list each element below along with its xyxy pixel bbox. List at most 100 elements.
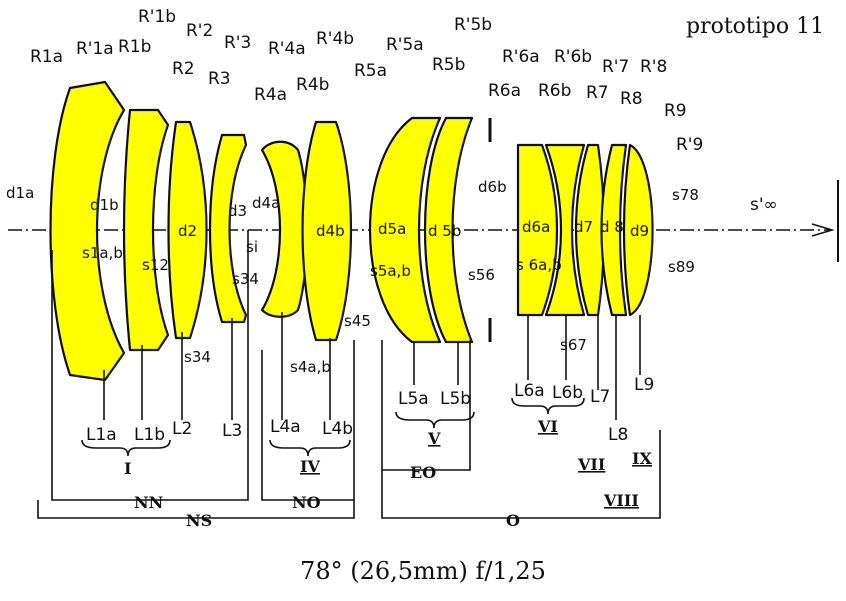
label-R5b: R5b [432, 55, 465, 75]
label-L7: L7 [590, 387, 610, 407]
label-s4ab: s4a,b [290, 358, 331, 376]
label-R2-prime: R'2 [186, 21, 213, 41]
label-s1ab: s1a,b [82, 244, 123, 262]
label-R9-prime: R'9 [676, 135, 703, 155]
label-R6a-prime: R'6a [502, 47, 540, 67]
label-L4a: L4a [270, 417, 301, 437]
lens-L4b [301, 120, 353, 342]
leader-lines [103, 312, 641, 420]
label-R3: R3 [208, 69, 231, 89]
brace-I [81, 439, 171, 457]
label-s45: s45 [344, 312, 371, 330]
group-IV: IV [300, 457, 320, 476]
label-s-infinity: s'∞ [750, 195, 778, 215]
bracket-label-O: O [506, 511, 520, 530]
label-L4b: L4b [322, 419, 353, 439]
label-L1b: L1b [134, 425, 165, 445]
surface-labels: R1a R'1a R'1b R1b R'2 R2 R'3 R3 R'4a R4a… [30, 7, 703, 155]
label-d6b: d6b [478, 178, 507, 196]
group-labels: I IV V VI VII VIII IX NN NO EO NS O [124, 417, 652, 530]
label-L9: L9 [634, 375, 654, 395]
bracket-EO [381, 340, 471, 471]
bracket-NN [51, 230, 249, 501]
label-R6b-prime: R'6b [554, 47, 592, 67]
lens-L1b [122, 108, 170, 352]
label-R5b-prime: R'5b [454, 15, 492, 35]
label-R1b-prime: R'1b [138, 7, 176, 27]
label-R7-prime: R'7 [602, 57, 629, 77]
label-L6b: L6b [552, 383, 583, 403]
group-V: V [427, 429, 441, 448]
label-L1a: L1a [86, 425, 117, 445]
label-d5a: d5a [378, 220, 406, 238]
label-L5b: L5b [440, 389, 471, 409]
label-s78: s78 [672, 186, 699, 204]
label-s6ab: s 6a,b [516, 256, 562, 274]
label-d1b: d1b [90, 196, 119, 214]
lens-L8 [600, 143, 628, 317]
label-s34: s34 [184, 348, 211, 366]
label-d1a: d1a [6, 184, 34, 202]
label-L2: L2 [172, 419, 192, 439]
group-VI: VI [537, 417, 558, 436]
bracket-label-NO: NO [292, 493, 321, 512]
label-s5ab: s5a,b [370, 262, 411, 280]
label-R3-prime: R'3 [224, 33, 251, 53]
caption: 78° (26,5mm) f/1,25 [300, 557, 546, 585]
label-d9: d9 [630, 222, 649, 240]
label-s67: s67 [560, 336, 587, 354]
label-R4a-prime: R'4a [268, 39, 306, 59]
lens-L6b [544, 143, 586, 317]
lens-diagram: R1a R'1a R'1b R1b R'2 R2 R'3 R3 R'4a R4a… [6, 7, 839, 530]
label-s34-mid: s34 [232, 270, 259, 288]
label-L3: L3 [222, 421, 242, 441]
lens-L5b [423, 116, 474, 344]
bracket-NO [261, 340, 355, 501]
brace-V [395, 411, 475, 429]
label-L5a: L5a [398, 389, 429, 409]
label-R4b-prime: R'4b [316, 29, 354, 49]
label-R7: R7 [586, 83, 609, 103]
label-s89: s89 [668, 258, 695, 276]
lens-L5a [369, 116, 442, 344]
axis-arrow [811, 223, 835, 237]
brace-IV [269, 439, 351, 457]
label-R6a: R6a [488, 81, 521, 101]
label-s12: s12 [142, 256, 169, 274]
lens-L1a [49, 80, 126, 382]
prototype-label: prototipo 11 [686, 14, 825, 39]
label-L6a: L6a [514, 381, 545, 401]
lens-L3 [208, 133, 248, 324]
group-IX: IX [632, 449, 652, 468]
brace-VI [511, 397, 585, 415]
bracket-O [381, 430, 661, 519]
group-I: I [124, 459, 131, 478]
group-VIII: VIII [603, 491, 639, 510]
label-R8-prime: R'8 [640, 57, 667, 77]
bracket-label-NS: NS [186, 511, 212, 530]
thickness-labels: d1a d1b d2 d3 d4a d4b d5a d 5b d6b d6a d… [6, 178, 649, 240]
label-R4b: R4b [296, 75, 329, 95]
label-d2: d2 [178, 222, 197, 240]
lens-L6a [516, 143, 559, 317]
label-R9: R9 [664, 101, 687, 121]
spacing-labels: s1a,b s12 si s34 s34 s4a,b s45 s5a,b s56… [82, 186, 778, 376]
lens-L4a [260, 140, 309, 318]
bracket-NS [37, 500, 355, 519]
label-si: si [246, 238, 258, 256]
label-R8: R8 [620, 89, 643, 109]
label-d7: d7 [574, 218, 593, 236]
element-labels: L1a L1b L2 L3 L4a L4b L5a L5b L6a L6b L7… [86, 375, 654, 445]
label-R1a-prime: R'1a [76, 39, 114, 59]
lens-L2 [167, 120, 208, 340]
label-R4a: R4a [254, 85, 287, 105]
label-d6a: d6a [522, 218, 550, 236]
lens-L9 [622, 143, 654, 317]
label-d4a: d4a [252, 194, 280, 212]
label-s56: s56 [468, 266, 495, 284]
bracket-label-NN: NN [134, 493, 163, 512]
label-R1b: R1b [118, 37, 151, 57]
label-d3: d3 [228, 202, 247, 220]
label-L8: L8 [608, 425, 628, 445]
label-R5a-prime: R'5a [386, 35, 424, 55]
